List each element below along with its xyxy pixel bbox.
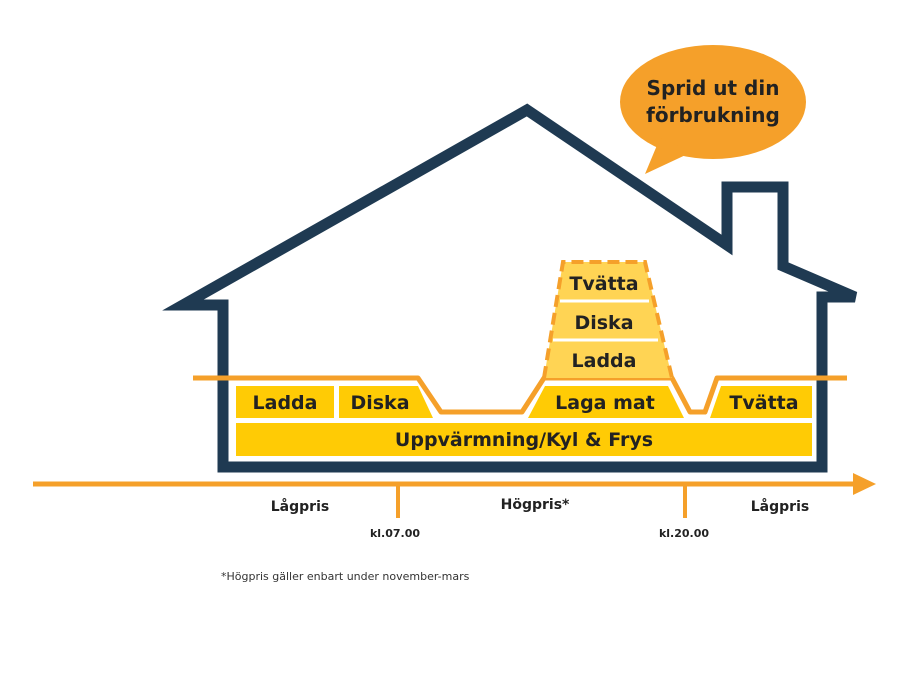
marker-2-label: kl.20.00 bbox=[659, 527, 709, 540]
footnote: *Högpris gäller enbart under november-ma… bbox=[221, 570, 470, 583]
timeline: Lågpris Högpris* Lågpris kl.07.00 kl.20.… bbox=[33, 473, 876, 540]
diska-block: Diska bbox=[339, 386, 433, 418]
bubble-line-1: Sprid ut din bbox=[647, 76, 780, 100]
diska-label: Diska bbox=[350, 392, 409, 414]
laga-mat-block: Laga mat bbox=[528, 386, 684, 418]
peak-stack: Tvätta Diska Ladda bbox=[542, 260, 674, 379]
ladda-label: Ladda bbox=[253, 392, 318, 414]
bubble-line-2: förbrukning bbox=[646, 103, 780, 127]
peak-tvatta-label: Tvätta bbox=[569, 273, 638, 295]
timeline-left-label: Lågpris bbox=[271, 498, 329, 515]
base-label: Uppvärmning/Kyl & Frys bbox=[395, 429, 653, 451]
marker-1-label: kl.07.00 bbox=[370, 527, 420, 540]
speech-bubble: Sprid ut din förbrukning bbox=[620, 45, 806, 174]
peak-diska-label: Diska bbox=[574, 312, 633, 334]
laga-mat-label: Laga mat bbox=[555, 392, 655, 414]
base-block: Uppvärmning/Kyl & Frys bbox=[236, 423, 812, 456]
timeline-arrowhead bbox=[853, 473, 876, 495]
house-outline bbox=[162, 103, 858, 473]
peak-ladda-label: Ladda bbox=[572, 350, 637, 372]
tvatta-block: Tvätta bbox=[710, 386, 812, 418]
timeline-right-label: Lågpris bbox=[751, 498, 809, 515]
tvatta-label: Tvätta bbox=[729, 392, 798, 414]
ladda-block: Ladda bbox=[236, 386, 334, 418]
timeline-middle-label: Högpris* bbox=[501, 497, 570, 513]
